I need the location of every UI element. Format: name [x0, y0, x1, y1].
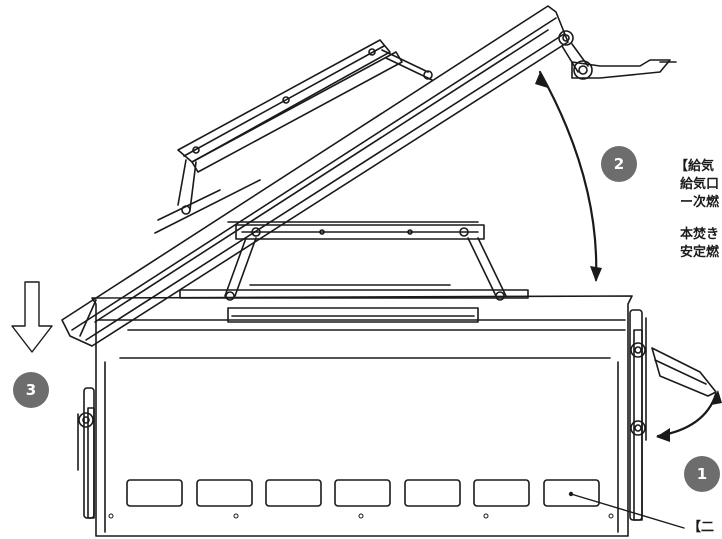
side-door-flap [651, 347, 717, 397]
lid-frame [154, 39, 433, 234]
swing-arrow [656, 390, 722, 442]
stove-body [91, 284, 633, 537]
note-line-2: 給気口 [680, 177, 720, 192]
down-arrow-outline [11, 281, 53, 353]
step-badge-3: 3 [13, 372, 49, 408]
top-bracket [224, 221, 507, 323]
note-line-5: 安定燃 [680, 245, 720, 260]
note-bottom: 【二 [688, 520, 715, 535]
body-screws [108, 513, 614, 519]
note-line-4: 本焚き [680, 227, 720, 242]
lift-arrow [535, 70, 602, 282]
left-latch [77, 387, 95, 519]
lid-hinge [558, 30, 677, 80]
lower-vents [126, 479, 600, 507]
step-badge-1: 1 [684, 456, 720, 492]
leader-line [568, 491, 685, 529]
note-line-1: 【給気 [675, 159, 715, 174]
tilted-lid [61, 5, 569, 347]
right-latch [629, 309, 647, 521]
step-badge-2: 2 [601, 146, 637, 182]
note-line-3: ー次燃 [680, 195, 720, 210]
